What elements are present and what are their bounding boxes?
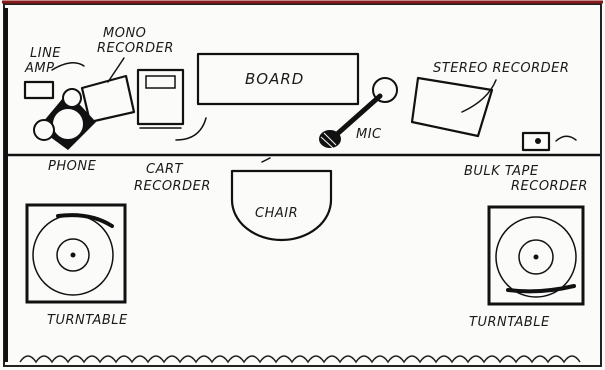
bulk-tape-recorder-pointer: [555, 135, 577, 142]
bottom-wavy-edge: [19, 355, 581, 364]
cart-recorder-icon: [136, 68, 185, 129]
bulk-tape-recorder-reel: [535, 138, 541, 144]
mono-recorder-pointer: [107, 57, 125, 83]
bulk-tape-recorder-label-2: RECORDER: [511, 179, 588, 194]
turntable-right-label: TURNTABLE: [469, 315, 550, 330]
mic-label: MIC: [356, 127, 382, 142]
turntable-left-icon: [25, 203, 127, 304]
line-amp-label-1: LINE: [30, 46, 61, 61]
mono-recorder-box: [80, 74, 136, 124]
stereo-recorder-box: [410, 76, 494, 138]
bulk-tape-recorder-label-1: BULK TAPE: [464, 164, 539, 179]
board-label: BOARD: [245, 70, 304, 88]
turntable-left-label: TURNTABLE: [47, 313, 128, 328]
phone-label: PHONE: [48, 159, 97, 174]
stereo-recorder-pointer: [461, 79, 497, 113]
cart-recorder-pointer: [175, 117, 207, 141]
turntable-right-icon: [487, 205, 585, 306]
page-frame: [3, 3, 602, 367]
mono-recorder-label-2: RECORDER: [97, 41, 174, 56]
line-amp-pointer: [51, 62, 85, 71]
cart-recorder-label-1: CART: [146, 162, 184, 177]
mono-recorder-label-1: MONO: [103, 26, 146, 41]
chair-shape: [230, 169, 333, 242]
stereo-recorder-label: STEREO RECORDER: [433, 61, 569, 76]
mic-icon: [319, 77, 398, 149]
desk-mark: [261, 157, 271, 163]
line-amp-box: [23, 80, 55, 100]
board-box: [196, 52, 360, 106]
bulk-tape-recorder-box: [521, 131, 551, 152]
chair-label: CHAIR: [255, 206, 298, 221]
cart-recorder-label-2: RECORDER: [134, 179, 211, 194]
phone-icon: [33, 88, 96, 150]
line-amp-label-2: AMP: [24, 61, 54, 76]
